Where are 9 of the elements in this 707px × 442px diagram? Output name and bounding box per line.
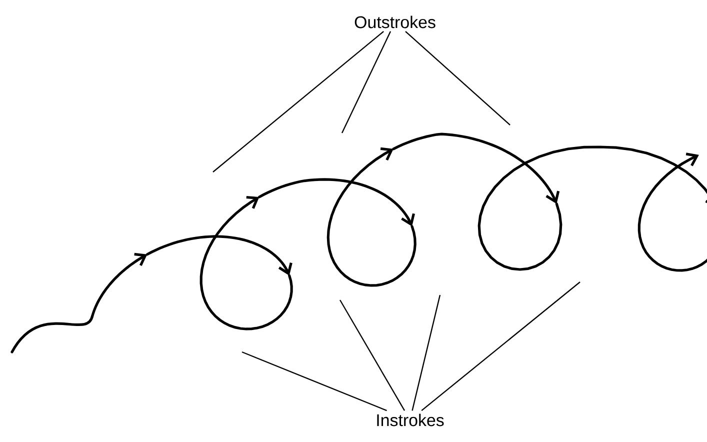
leader-line — [212, 30, 384, 172]
leader-line — [421, 282, 580, 412]
leader-line — [242, 351, 387, 412]
leader-line — [405, 30, 510, 126]
leader-line — [412, 294, 441, 411]
callout-label: Outstrokes — [354, 16, 436, 28]
leader-line — [341, 31, 392, 134]
leader-line — [339, 300, 406, 411]
callout-label: Instrokes — [377, 414, 444, 426]
